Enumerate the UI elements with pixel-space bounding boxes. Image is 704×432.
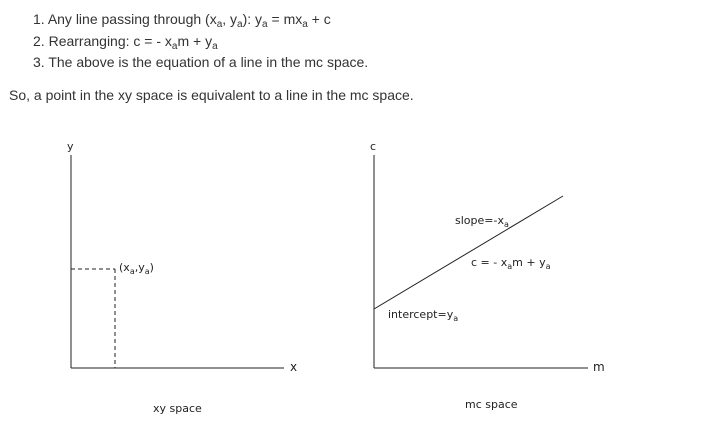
step-text: Any line passing through (x	[47, 11, 217, 27]
step-text: = mx	[267, 11, 303, 27]
summary-text: So, a point in the xy space is equivalen…	[9, 87, 414, 103]
xy-space-plot: y x (xa,ya) xy space	[67, 140, 297, 415]
xy-x-axis-label: x	[290, 360, 297, 374]
xy-caption: xy space	[153, 402, 202, 415]
step-text: Rearranging: c = - x	[48, 32, 172, 49]
subscript: a	[216, 19, 223, 30]
subscript: a	[237, 19, 243, 30]
step-text: , y	[222, 11, 238, 27]
mc-caption: mc space	[465, 398, 518, 411]
subscript: a	[262, 19, 268, 30]
xy-y-axis-label: y	[67, 140, 74, 153]
step-3: 3. The above is the equation of a line i…	[12, 52, 368, 74]
step-2: 2. Rearranging: c = - xam + ya	[12, 31, 368, 53]
intercept-label: intercept=ya	[388, 308, 458, 323]
step-number: 3.	[33, 54, 45, 70]
slope-label: slope=-xa	[455, 214, 509, 229]
point-label: (xa,ya)	[119, 261, 154, 276]
step-1: 1. Any line passing through (xa, ya): ya…	[12, 9, 368, 31]
mc-c-axis-label: c	[370, 140, 376, 153]
step-text: + c	[307, 11, 331, 27]
hough-transform-figure: y x (xa,ya) xy space c m slope=-xa c = -…	[67, 140, 605, 415]
step-number: 1.	[33, 11, 45, 27]
parameter-line	[373, 195, 564, 310]
step-text: The above is the equation of a line in t…	[48, 54, 369, 70]
subscript: a	[302, 19, 308, 30]
mc-m-axis-label: m	[593, 360, 605, 374]
mc-space-plot: c m slope=-xa c = - xam + ya intercept=y…	[370, 140, 605, 411]
derivation-steps: 1. Any line passing through (xa, ya): ya…	[12, 9, 368, 74]
subscript: a	[171, 40, 178, 52]
step-number: 2.	[33, 32, 45, 49]
step-text: m + y	[177, 32, 213, 49]
step-text: ): y	[242, 11, 263, 27]
subscript: a	[212, 40, 218, 52]
equation-label: c = - xam + ya	[471, 256, 551, 271]
